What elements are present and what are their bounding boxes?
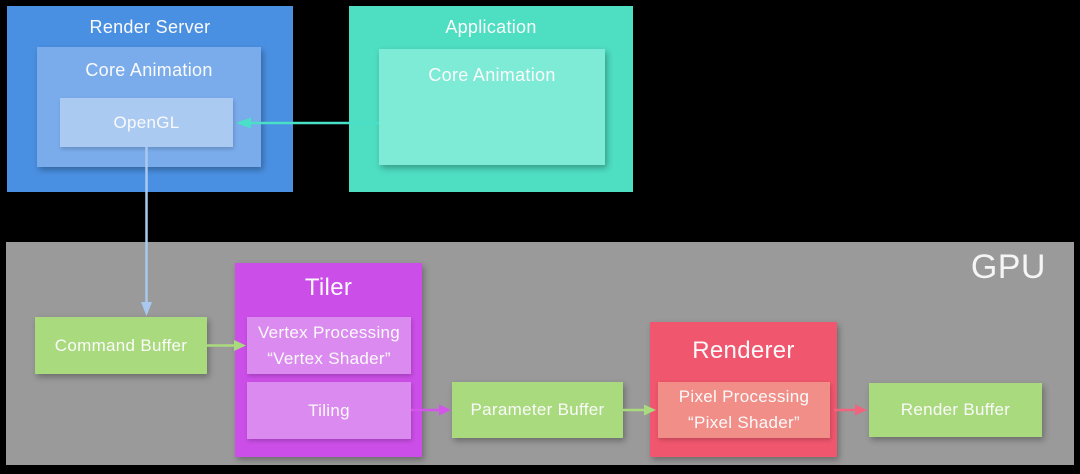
application-core-animation-box: Core Animation	[379, 49, 605, 165]
render-server-core-animation-title: Core Animation	[85, 60, 213, 80]
tiler-box: Tiler Vertex Processing “Vertex Shader” …	[235, 263, 422, 457]
pixel-processing-box: Pixel Processing “Pixel Shader”	[658, 382, 830, 438]
application-title: Application	[445, 17, 537, 37]
application-box: Application Core Animation	[349, 6, 633, 192]
opengl-box: OpenGL	[60, 98, 233, 147]
render-server-title: Render Server	[89, 17, 211, 37]
pixel-processing-line1: Pixel Processing	[678, 387, 810, 406]
render-buffer-box: Render Buffer	[869, 383, 1042, 437]
parameter-buffer-title: Parameter Buffer	[470, 400, 605, 419]
pixel-processing-line2: “Pixel Shader”	[688, 413, 800, 432]
vertex-processing-label: Vertex Processing “Vertex Shader”	[247, 317, 411, 374]
vertex-processing-line2: “Vertex Shader”	[267, 348, 391, 368]
renderer-box: Renderer Pixel Processing “Pixel Shader”	[650, 322, 837, 457]
render-server-core-animation-box: Core Animation OpenGL	[37, 47, 261, 167]
application-core-animation-title: Core Animation	[428, 65, 556, 85]
vertex-processing-line1: Vertex Processing	[257, 322, 401, 342]
gpu-box: GPU Command Buffer Tiler Vertex Processi…	[6, 242, 1074, 465]
vertex-processing-box: Vertex Processing “Vertex Shader”	[247, 317, 411, 374]
command-buffer-title: Command Buffer	[54, 335, 188, 355]
tiler-title: Tiler	[304, 274, 353, 301]
renderer-title: Renderer	[692, 337, 795, 364]
render-server-box: Render Server Core Animation OpenGL	[7, 6, 293, 192]
parameter-buffer-box: Parameter Buffer	[452, 382, 623, 438]
tiling-box: Tiling	[247, 382, 411, 439]
gpu-title: GPU	[970, 248, 1046, 286]
render-buffer-title: Render Buffer	[900, 400, 1011, 419]
opengl-title: OpenGL	[113, 112, 180, 132]
tiling-title: Tiling	[308, 400, 350, 420]
command-buffer-box: Command Buffer	[35, 317, 207, 374]
pixel-processing-label: Pixel Processing “Pixel Shader”	[658, 382, 830, 438]
